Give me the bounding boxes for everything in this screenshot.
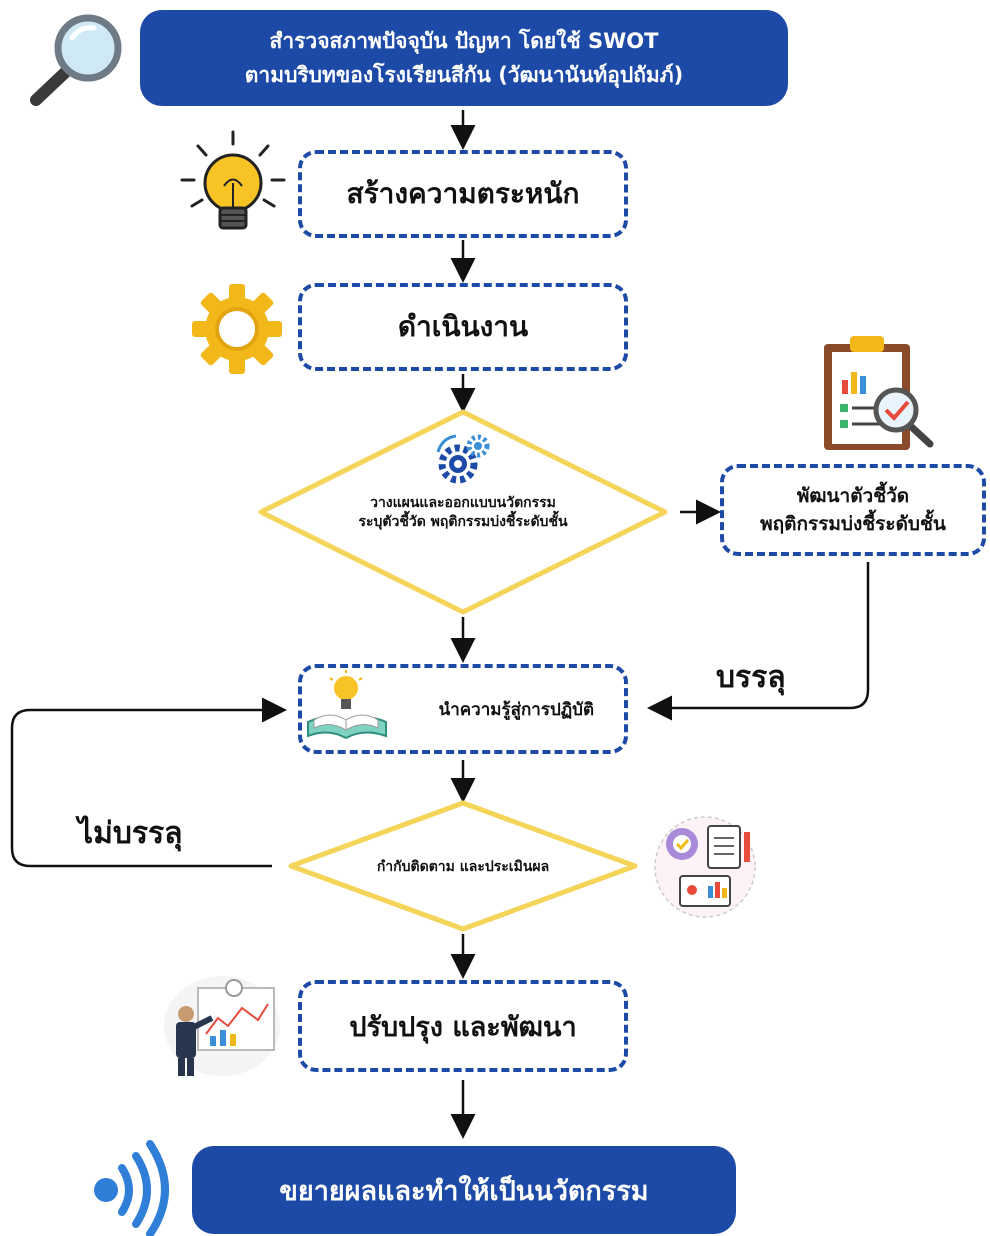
signal-icon [94, 1140, 169, 1236]
plan-line2: ระบุตัวชี้วัด พฤติกรรมบ่งชี้ระดับชั้น [358, 514, 568, 530]
gears-icon [436, 434, 490, 484]
improve-box: ปรับปรุง และพัฒนา [298, 980, 628, 1072]
apply-label: นำความรู้สู่การปฏิบัติ [438, 699, 594, 720]
survey-line1: สำรวจสภาพปัจจุบัน ปัญหา โดยใช้ SWOT [269, 29, 659, 53]
expand-box: ขยายผลและทำให้เป็นนวัตกรรม [192, 1146, 736, 1234]
lightbulb-icon [180, 130, 286, 230]
plan-text: วางแผนและออกแบบนวัตกรรม ระบุตัวชี้วัด พฤ… [300, 494, 626, 532]
survey-line2: ตามบริบทของโรงเรียนสีกัน (วัฒนานันท์อุปถ… [244, 63, 684, 87]
awareness-box: สร้างความตระหนัก [298, 150, 628, 238]
clipboard-chart-icon [824, 336, 934, 450]
monitor-diamond [288, 800, 638, 932]
awareness-label: สร้างความตระหนัก [346, 177, 580, 210]
plan-diamond [258, 409, 668, 615]
survey-box: สำรวจสภาพปัจจุบัน ปัญหา โดยใช้ SWOT ตามบ… [140, 10, 788, 106]
develop-line2: พฤติกรรมบ่งชี้ระดับชั้น [760, 513, 946, 535]
arrow-monitor-to-apply [10, 697, 287, 868]
operation-box: ดำเนินงาน [298, 283, 628, 371]
presenter-icon [164, 976, 280, 1076]
not-achieved-label: ไม่บรรลุ [78, 816, 183, 851]
develop-indicators-box: พัฒนาตัวชี้วัด พฤติกรรมบ่งชี้ระดับชั้น [720, 464, 986, 556]
develop-line1: พัฒนาตัวชี้วัด [796, 485, 910, 507]
improve-label: ปรับปรุง และพัฒนา [349, 1011, 577, 1043]
operation-label: ดำเนินงาน [397, 310, 529, 343]
gear-icon [192, 284, 282, 374]
evaluation-icon [654, 816, 756, 918]
plan-line1: วางแผนและออกแบบนวัตกรรม [370, 495, 556, 511]
book-bulb-icon [307, 670, 387, 740]
expand-label: ขยายผลและทำให้เป็นนวัตกรรม [279, 1175, 649, 1207]
achieved-label: บรรลุ [716, 660, 786, 695]
magnifier-icon [30, 14, 122, 106]
arrow-develop-to-apply [647, 562, 870, 721]
monitor-label: กำกับติดตาม และประเมินผล [376, 859, 550, 875]
